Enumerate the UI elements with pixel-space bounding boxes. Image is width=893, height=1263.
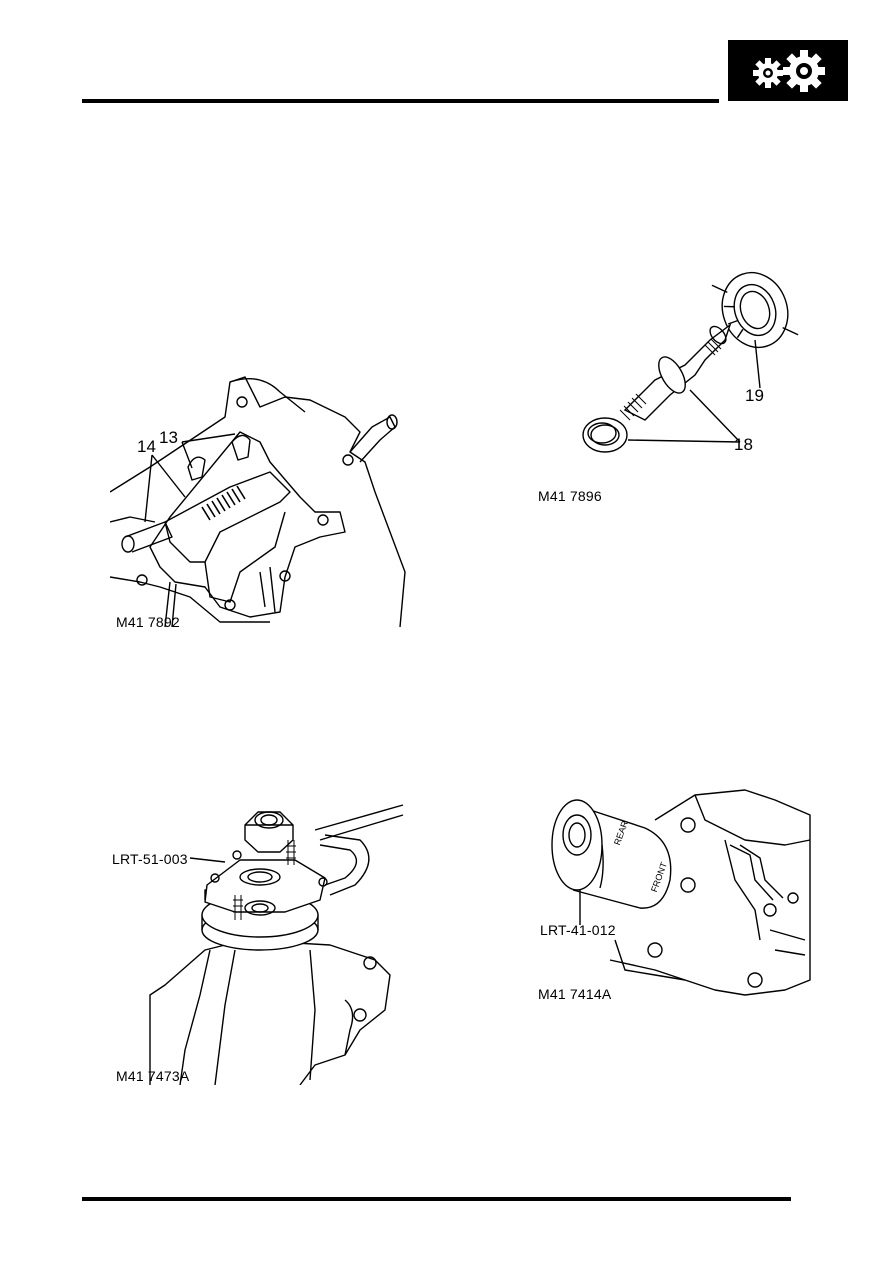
callout-19: 19 [745,386,764,405]
figure-output-shaft [580,270,800,470]
callout-13: 13 [159,428,178,447]
tool-label: LRT-41-012 [540,922,616,938]
figure-flange-tool [145,800,410,1085]
figure-seal-tool [545,780,815,1005]
figure-selector-shaft [110,372,410,632]
section-badge [728,40,848,101]
callout-18: 18 [734,435,753,454]
figure-caption: M41 7896 [538,488,602,504]
figure-caption: M41 7473A [116,1068,190,1084]
figure-caption: M41 7414A [538,986,612,1002]
tool-label: LRT-51-003 [112,851,188,867]
callout-14: 14 [137,437,156,456]
gears-icon [753,50,825,92]
figure-caption: M41 7892 [116,614,180,630]
header-rule [82,99,719,103]
footer-rule [82,1197,791,1201]
